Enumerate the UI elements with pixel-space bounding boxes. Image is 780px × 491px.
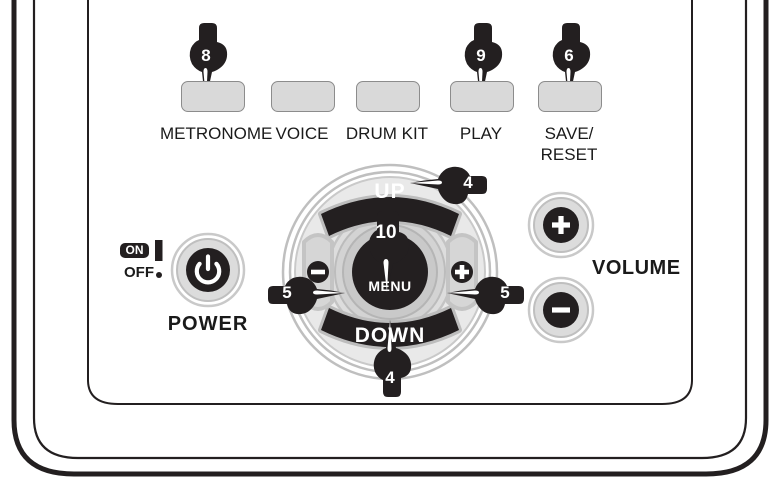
callout-number-5-left: 5 <box>282 283 292 302</box>
callout-number-10-menu: 10 <box>375 222 397 243</box>
label-voice: VOICE <box>275 124 329 143</box>
callout-number-4-up: 4 <box>463 173 473 192</box>
button-voice[interactable] <box>271 81 335 112</box>
label-switch-off: OFF <box>124 264 154 281</box>
label-save-reset-line2: RESET <box>540 145 598 164</box>
volume-down-button <box>527 276 595 344</box>
label-drum-kit: DRUM KIT <box>345 124 429 143</box>
switch-on-bar <box>155 240 163 261</box>
label-power: POWER <box>167 313 249 335</box>
volume-up-button <box>527 191 595 259</box>
callout-number-6: 6 <box>564 46 574 65</box>
callout-number-4-down: 4 <box>385 368 395 387</box>
button-play[interactable] <box>450 81 514 112</box>
label-volume: VOLUME <box>592 257 681 279</box>
panel-inner-edge <box>87 0 693 405</box>
power-outer-ring <box>170 232 246 308</box>
label-metronome: METRONOME <box>160 124 273 143</box>
label-dial-up: UP <box>374 180 406 203</box>
label-save-reset-line1: SAVE/ <box>544 124 594 143</box>
callout-5-left <box>268 276 345 315</box>
power-switch-indicator <box>120 240 163 278</box>
callout-5-right <box>447 276 524 315</box>
callout-10-menu <box>368 211 410 292</box>
callout-number-5-right: 5 <box>500 283 510 302</box>
callout-number-8: 8 <box>201 46 211 65</box>
switch-off-dot <box>156 272 162 278</box>
callout-number-9: 9 <box>476 46 486 65</box>
callout-4-down <box>373 320 412 397</box>
label-switch-on: ON <box>125 243 144 257</box>
case-outer-edge <box>11 0 769 477</box>
case-second-edge <box>32 0 748 460</box>
switch-on-badge <box>120 243 149 258</box>
button-save-reset[interactable] <box>538 81 602 112</box>
power-button <box>170 232 246 308</box>
button-metronome[interactable] <box>181 81 245 112</box>
callout-4-up <box>410 166 487 205</box>
button-drum-kit[interactable] <box>356 81 420 112</box>
label-dial-down: DOWN <box>354 324 426 347</box>
label-dial-menu: MENU <box>368 278 412 294</box>
power-icon <box>194 254 222 285</box>
label-play: PLAY <box>459 124 503 143</box>
